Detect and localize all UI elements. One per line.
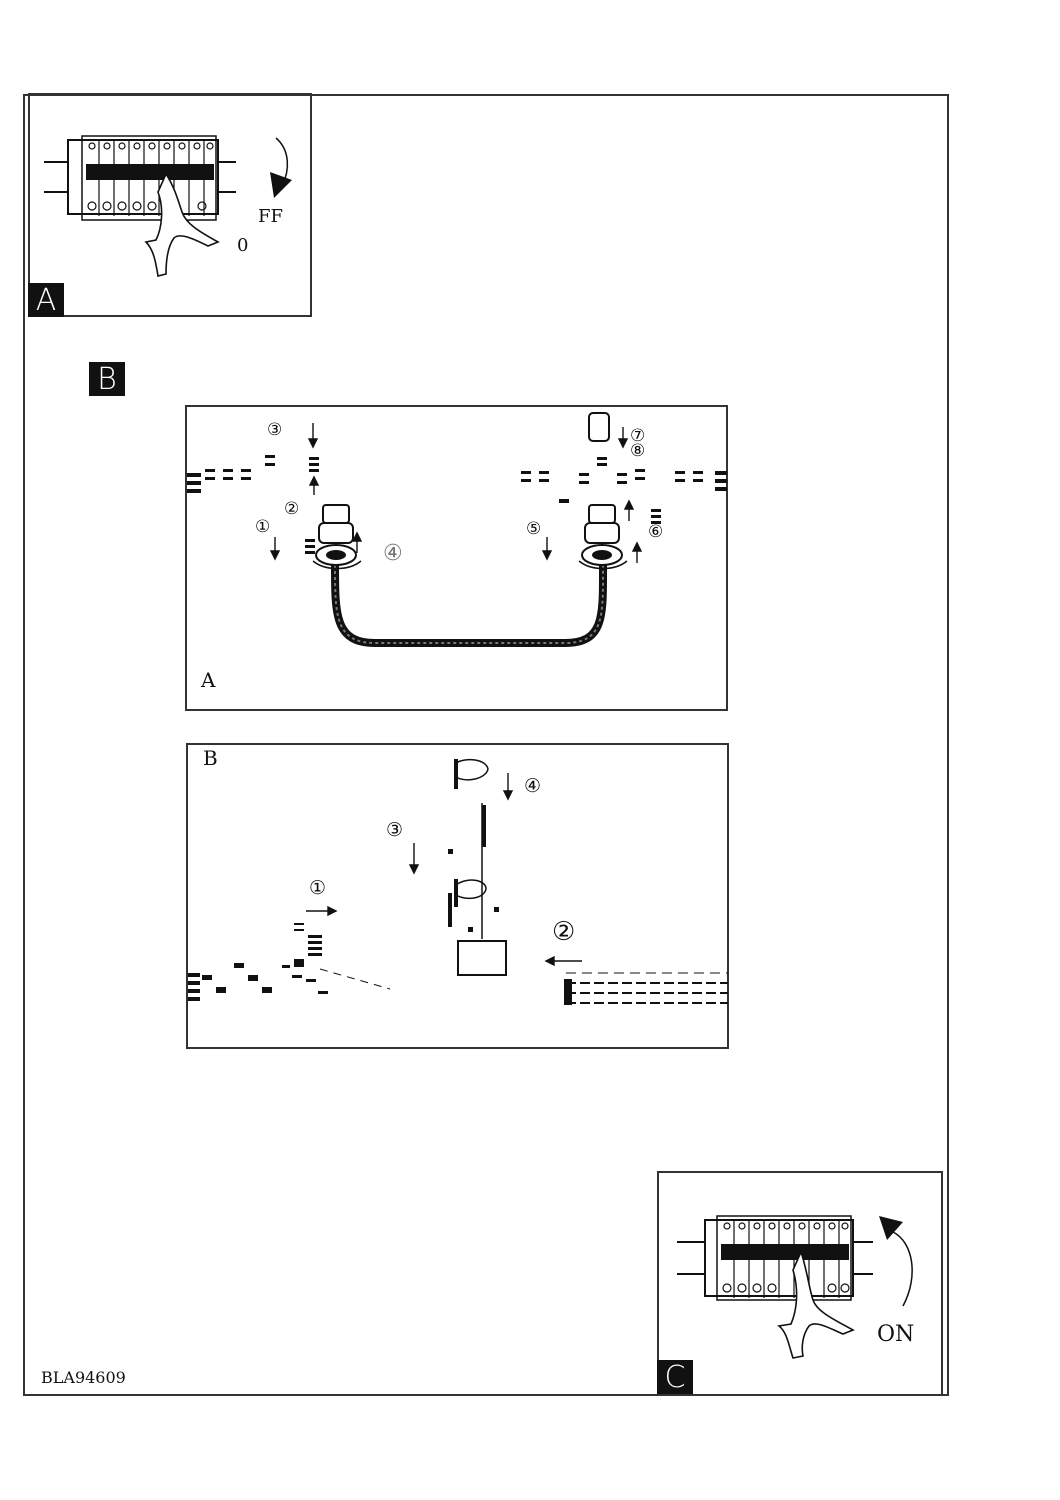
diagram-b-frame — [186, 743, 729, 1049]
breaker-panel-on-icon — [677, 1215, 913, 1359]
diagram-a-step-3: ③ — [267, 420, 283, 440]
diagram-a-step-8: ⑧ — [630, 441, 646, 461]
diagram-a-step-2: ② — [284, 499, 300, 519]
page-frame — [23, 94, 949, 1396]
diagram-a-step-6: ⑥ — [648, 522, 664, 542]
ceiling-mount-assembly-icon — [188, 758, 728, 1005]
zero-label: 0 — [237, 235, 249, 256]
breaker-panel-off-icon — [44, 135, 292, 277]
panel-a-frame — [28, 93, 312, 317]
panel-a-tag: A — [28, 283, 64, 318]
off-label: FF — [258, 206, 283, 227]
diagram-b-label: B — [203, 746, 218, 770]
diagram-a-step-4: ④ — [383, 541, 403, 566]
diagram-a-frame — [185, 405, 728, 711]
document-code: BLA94609 — [41, 1368, 126, 1387]
pendant-cable-assembly-icon — [187, 412, 727, 647]
on-label: ON — [877, 1322, 915, 1347]
diagram-a-label: A — [201, 668, 216, 692]
panel-c-tag: C — [657, 1360, 693, 1395]
diagram-b-step-2: ② — [552, 917, 576, 947]
section-b-tag: B — [89, 362, 125, 397]
diagram-b-step-1: ① — [309, 877, 327, 899]
diagram-b-step-3: ③ — [386, 819, 404, 841]
diagram-a-step-5: ⑤ — [526, 519, 542, 539]
panel-c-frame — [657, 1171, 943, 1396]
diagram-b-step-4: ④ — [524, 775, 542, 797]
diagram-a-step-7: ⑦ — [630, 426, 646, 446]
diagram-a-step-1: ① — [255, 517, 271, 537]
